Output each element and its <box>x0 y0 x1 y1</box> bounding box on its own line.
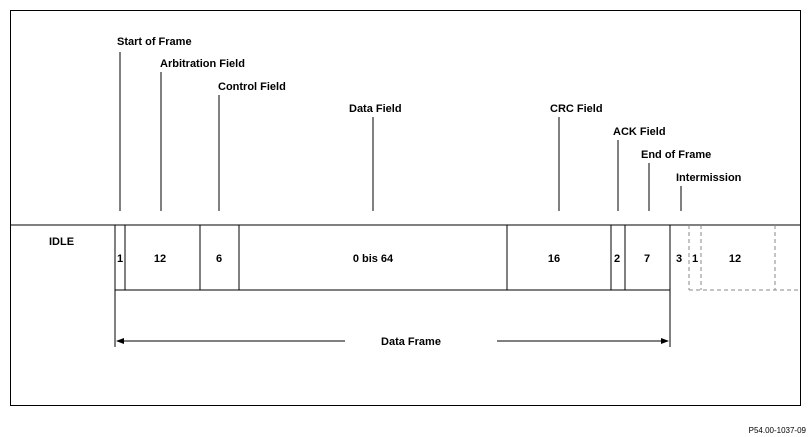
figure-id: P54.00-1037-09 <box>748 426 806 435</box>
bits-next-arbitration: 12 <box>729 253 741 265</box>
bits-control: 6 <box>216 253 222 265</box>
bits-arbitration: 12 <box>154 253 166 265</box>
bits-ack: 2 <box>614 253 620 265</box>
bits-sof: 1 <box>117 253 123 265</box>
bits-crc: 16 <box>548 253 560 265</box>
label-idle: IDLE <box>49 236 74 248</box>
bits-data: 0 bis 64 <box>353 253 394 265</box>
bits-intermission: 3 <box>676 253 682 265</box>
label-data-field: Data Field <box>349 103 402 115</box>
frame-fields <box>114 225 671 291</box>
diagram-border <box>10 10 801 406</box>
next-frame-fields <box>688 225 801 291</box>
arrowhead-right-icon <box>661 338 669 344</box>
bits-next-sof: 1 <box>692 253 698 265</box>
label-control-field: Control Field <box>218 81 286 93</box>
label-crc-field: CRC Field <box>550 103 603 115</box>
label-start-of-frame: Start of Frame <box>117 36 192 48</box>
label-arbitration-field: Arbitration Field <box>160 58 245 70</box>
arrowhead-left-icon <box>116 338 124 344</box>
label-end-of-frame: End of Frame <box>641 149 711 161</box>
label-intermission: Intermission <box>676 172 742 184</box>
label-ack-field: ACK Field <box>613 126 666 138</box>
bits-eof: 7 <box>644 253 650 265</box>
label-data-frame: Data Frame <box>381 336 441 348</box>
